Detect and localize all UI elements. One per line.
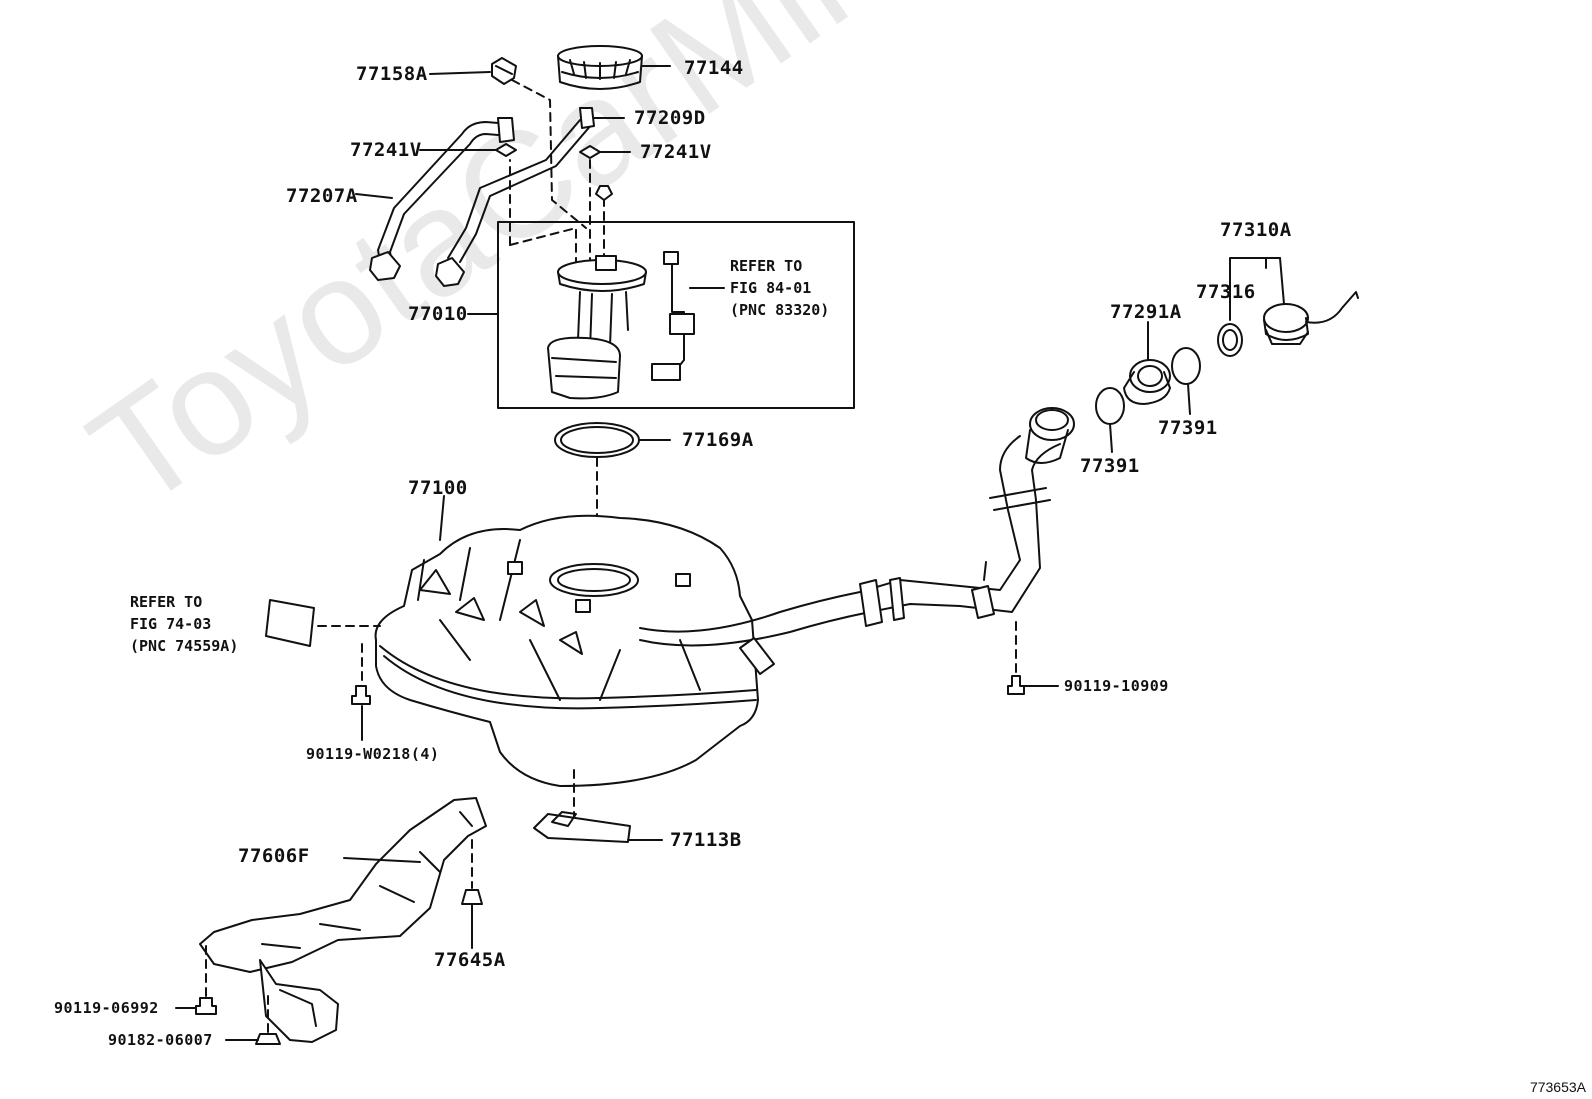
- label-77144: 77144: [684, 57, 744, 79]
- refer-fig74-line1: REFER TO: [130, 593, 203, 611]
- ring-77144-part[interactable]: [557, 45, 671, 90]
- clamp-77241V-right-part[interactable]: [579, 145, 631, 159]
- bolt-90119-10909-part[interactable]: [1007, 675, 1059, 695]
- o-ring-77391-b-part[interactable]: [1171, 347, 1201, 415]
- label-77645A: 77645A: [434, 949, 506, 971]
- fuel-tank-77100-part[interactable]: [374, 495, 759, 787]
- label-77291A: 77291A: [1110, 301, 1182, 323]
- clamp-77241V-left-part[interactable]: [419, 143, 517, 157]
- label-77606F: 77606F: [238, 845, 310, 867]
- label-90119-06992: 90119-06992: [54, 999, 159, 1017]
- refer-fig74-line3: (PNC 74559A): [130, 637, 239, 655]
- hose-77209D-part[interactable]: [435, 107, 625, 287]
- pump-module-77010-box[interactable]: [467, 221, 855, 409]
- label-77241V-right: 77241V: [640, 141, 712, 163]
- label-sheet-part[interactable]: [265, 599, 381, 647]
- gasket-77169A-part[interactable]: [554, 422, 671, 525]
- bolt-90119-06992-part[interactable]: [175, 945, 217, 1015]
- label-90182-06007: 90182-06007: [108, 1031, 213, 1049]
- label-77241V-left: 77241V: [350, 139, 422, 161]
- label-77158A: 77158A: [356, 63, 428, 85]
- label-77391-b: 77391: [1158, 417, 1218, 439]
- refer-fig84-line2: FIG 84-01: [730, 279, 812, 297]
- filler-neck-77291A-part[interactable]: [1123, 321, 1171, 405]
- label-77316: 77316: [1196, 281, 1256, 303]
- label-77100: 77100: [408, 477, 468, 499]
- label-77207A: 77207A: [286, 185, 358, 207]
- refer-fig84-line1: REFER TO: [730, 257, 803, 275]
- bolt-90119-W0218-part[interactable]: [351, 643, 371, 741]
- label-77391-a: 77391: [1080, 455, 1140, 477]
- o-ring-77391-a-part[interactable]: [1095, 387, 1125, 453]
- nut-90182-06007-part[interactable]: [225, 995, 281, 1045]
- figure-id: 773653A: [1529, 1079, 1586, 1095]
- valve-77158A-part[interactable]: [429, 57, 587, 229]
- label-77209D: 77209D: [634, 107, 706, 129]
- refer-fig84-line3: (PNC 83320): [730, 301, 830, 319]
- label-90119-10909: 90119-10909: [1064, 677, 1169, 695]
- fuel-cap-77310A-part[interactable]: [1217, 257, 1359, 357]
- label-77010: 77010: [408, 303, 468, 325]
- refer-fig74-line2: FIG 74-03: [130, 615, 212, 633]
- label-90119-W0218: 90119-W0218(4): [306, 745, 440, 763]
- clip-77645A-part[interactable]: [461, 889, 483, 949]
- label-77310A: 77310A: [1220, 219, 1292, 241]
- protector-77606F-part[interactable]: [199, 797, 487, 1043]
- bracket-77113B-part[interactable]: [533, 769, 663, 843]
- filler-pipe-part[interactable]: [639, 407, 1075, 677]
- label-77169A: 77169A: [682, 429, 754, 451]
- hose-77207A-part[interactable]: [355, 117, 515, 281]
- label-77113B: 77113B: [670, 829, 742, 851]
